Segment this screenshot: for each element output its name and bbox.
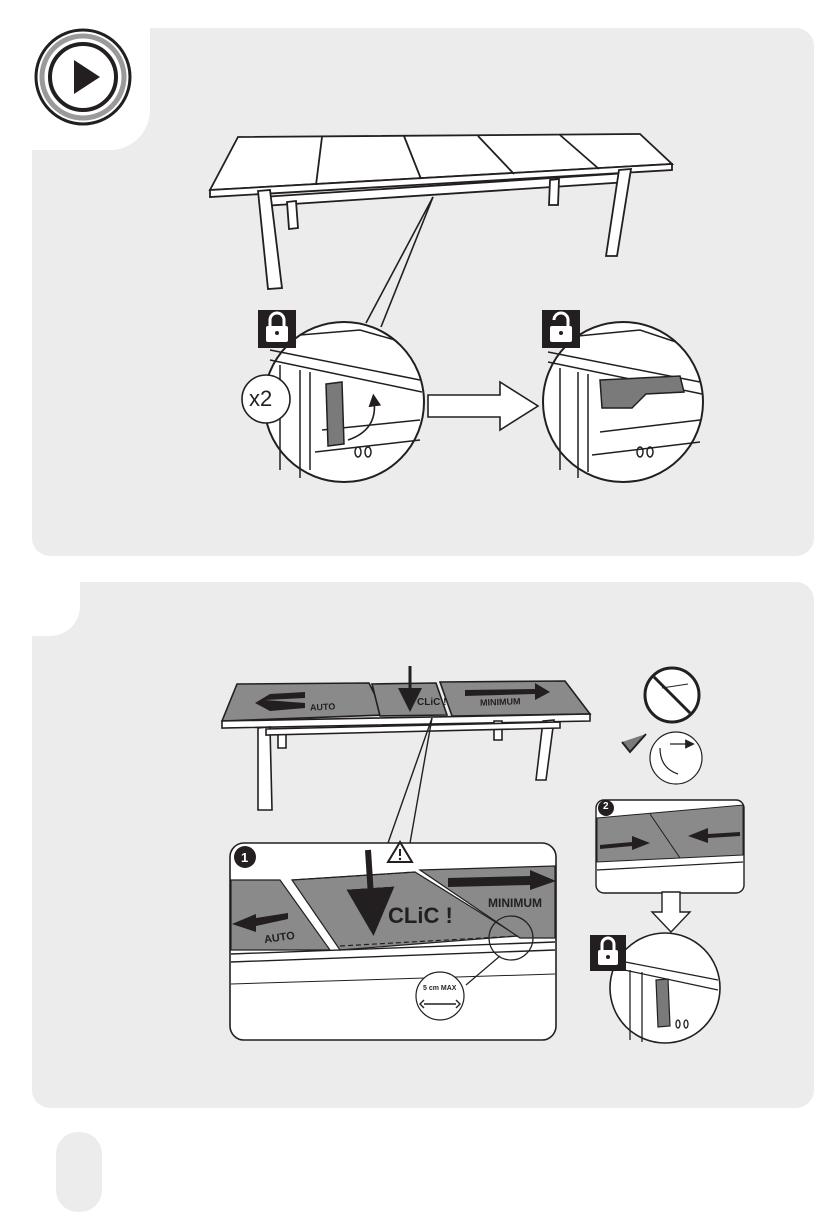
gap-label: 5 cm MAX [423, 985, 456, 992]
table-label-minimum: MINIMUM [480, 696, 521, 707]
down-arrow-icon [652, 892, 690, 932]
substep-1-number: 1 [241, 850, 248, 865]
detail-label-clic: CLiC ! [388, 903, 453, 929]
table-label-auto: AUTO [310, 701, 336, 712]
multiplier-label: x2 [249, 386, 272, 412]
lock-closed-icon [590, 935, 626, 971]
detail-box-2 [596, 800, 744, 893]
no-slide-icon [645, 668, 699, 722]
table-label-clic: CLiC ! [417, 697, 446, 708]
correct-grip-icon [622, 732, 702, 784]
detail-label-minimum: MINIMUM [488, 896, 542, 910]
latch-locked-detail-2 [610, 933, 720, 1043]
substep-2-number: 2 [603, 801, 609, 812]
